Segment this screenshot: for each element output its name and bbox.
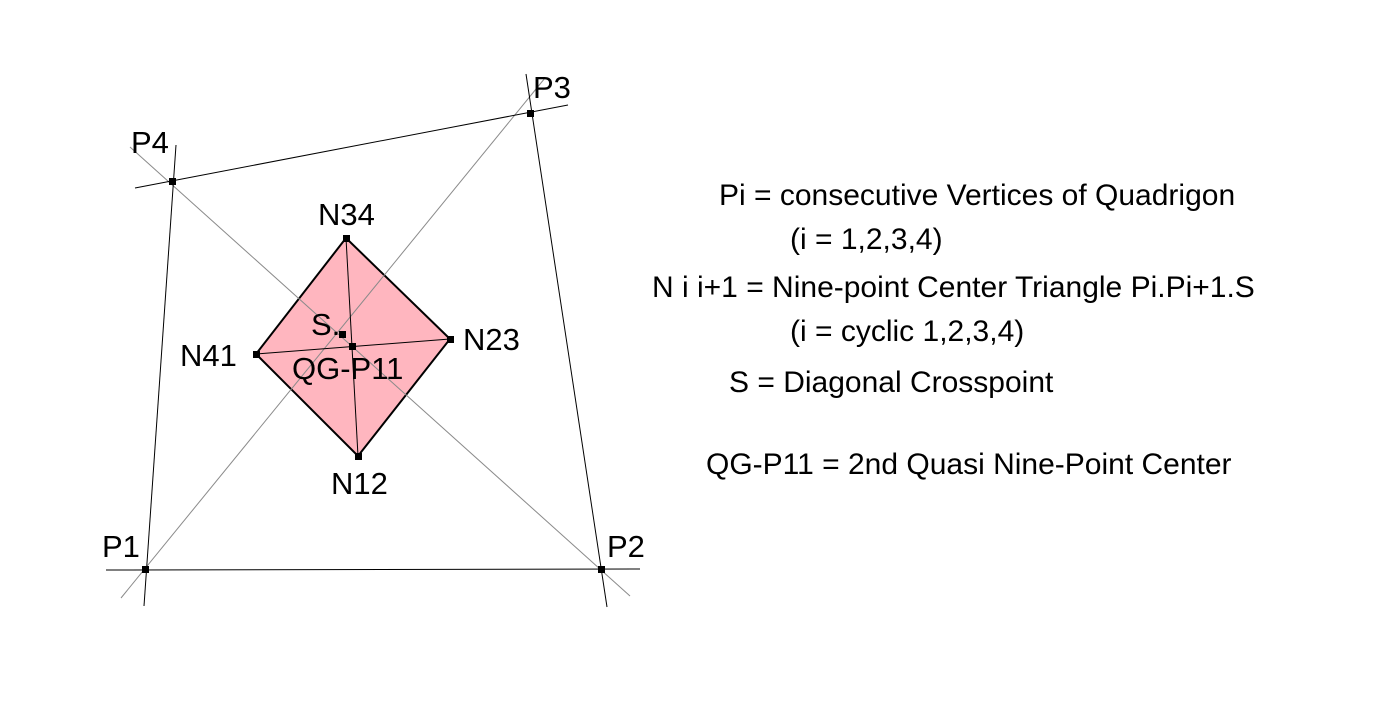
point-p4 bbox=[169, 178, 176, 185]
legend-line-5: S = Diagonal Crosspoint bbox=[729, 366, 1054, 399]
side-p2-p3 bbox=[525, 73, 608, 608]
label-qg-p11: QG-P11 bbox=[292, 351, 403, 386]
label-n34: N34 bbox=[318, 197, 375, 232]
label-s: S. bbox=[311, 307, 340, 342]
label-n12: N12 bbox=[331, 466, 388, 501]
side-p3-p4 bbox=[134, 104, 569, 189]
label-n41: N41 bbox=[180, 338, 237, 373]
point-s bbox=[339, 331, 346, 338]
side-p1-p2 bbox=[105, 568, 641, 571]
diagonal-p1-p3 bbox=[120, 77, 546, 599]
legend-line-4: (i = cyclic 1,2,3,4) bbox=[790, 315, 1025, 348]
label-n23: N23 bbox=[463, 322, 520, 357]
label-p2: P2 bbox=[607, 529, 645, 564]
label-p3: P3 bbox=[533, 70, 571, 105]
point-n12 bbox=[355, 453, 362, 460]
point-qg-p11 bbox=[349, 343, 356, 350]
point-p1 bbox=[142, 566, 149, 573]
legend-line-1: Pi = consecutive Vertices of Quadrigon bbox=[719, 179, 1236, 212]
legend-line-3: N i i+1 = Nine-point Center Triangle Pi.… bbox=[652, 271, 1255, 304]
point-p2 bbox=[598, 566, 605, 573]
point-n41 bbox=[253, 351, 260, 358]
legend-line-6: QG-P11 = 2nd Quasi Nine-Point Center bbox=[706, 448, 1232, 481]
point-p3 bbox=[527, 110, 534, 117]
point-n34 bbox=[343, 235, 350, 242]
diagonal-p2-p4 bbox=[129, 146, 631, 597]
label-p1: P1 bbox=[102, 529, 140, 564]
legend-line-2: (i = 1,2,3,4) bbox=[790, 223, 943, 256]
label-p4: P4 bbox=[131, 125, 169, 160]
point-n23 bbox=[447, 336, 454, 343]
side-p4-p1 bbox=[143, 144, 177, 607]
